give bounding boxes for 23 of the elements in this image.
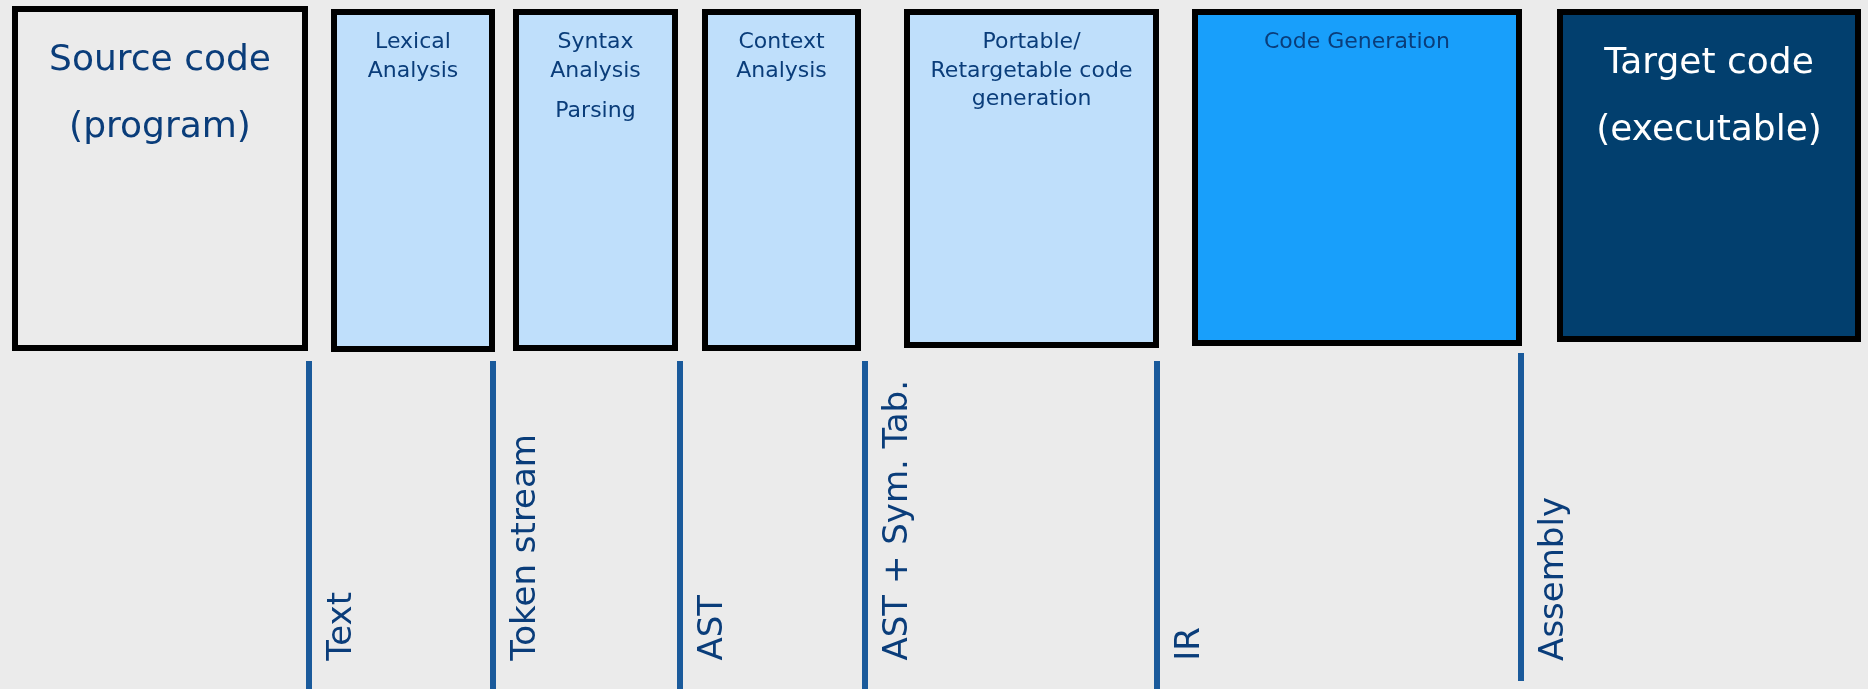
data-format-label: AST + Sym. Tab. bbox=[878, 380, 912, 661]
data-format-label: Assembly bbox=[1534, 497, 1568, 661]
data-format-label: Text bbox=[322, 592, 356, 661]
data-format-label: Token stream bbox=[506, 434, 540, 661]
stage-subtitle: Parsing bbox=[555, 96, 636, 125]
stage-box bbox=[331, 9, 495, 352]
stage-subtitle: (executable) bbox=[1596, 105, 1822, 150]
stage-title: Portable/ Retargetable code generation bbox=[929, 27, 1134, 113]
stage-title: Target code bbox=[1604, 39, 1814, 83]
stage-title: Source code bbox=[49, 36, 271, 80]
stage-subtitle: (program) bbox=[69, 102, 251, 147]
stage-box bbox=[904, 9, 1159, 348]
stage-title: Context Analysis bbox=[735, 27, 828, 84]
stage-box bbox=[513, 9, 678, 351]
stage-title: Syntax Analysis bbox=[549, 27, 642, 84]
stage-box bbox=[1192, 9, 1522, 346]
stage-title: Lexical Analysis bbox=[366, 27, 460, 84]
data-format-label: AST bbox=[693, 595, 727, 661]
stage-box bbox=[1557, 9, 1861, 342]
stage-box bbox=[12, 6, 308, 351]
stage-title: Code Generation bbox=[1263, 27, 1450, 55]
stage-box bbox=[702, 9, 861, 351]
data-format-label: IR bbox=[1170, 627, 1204, 661]
